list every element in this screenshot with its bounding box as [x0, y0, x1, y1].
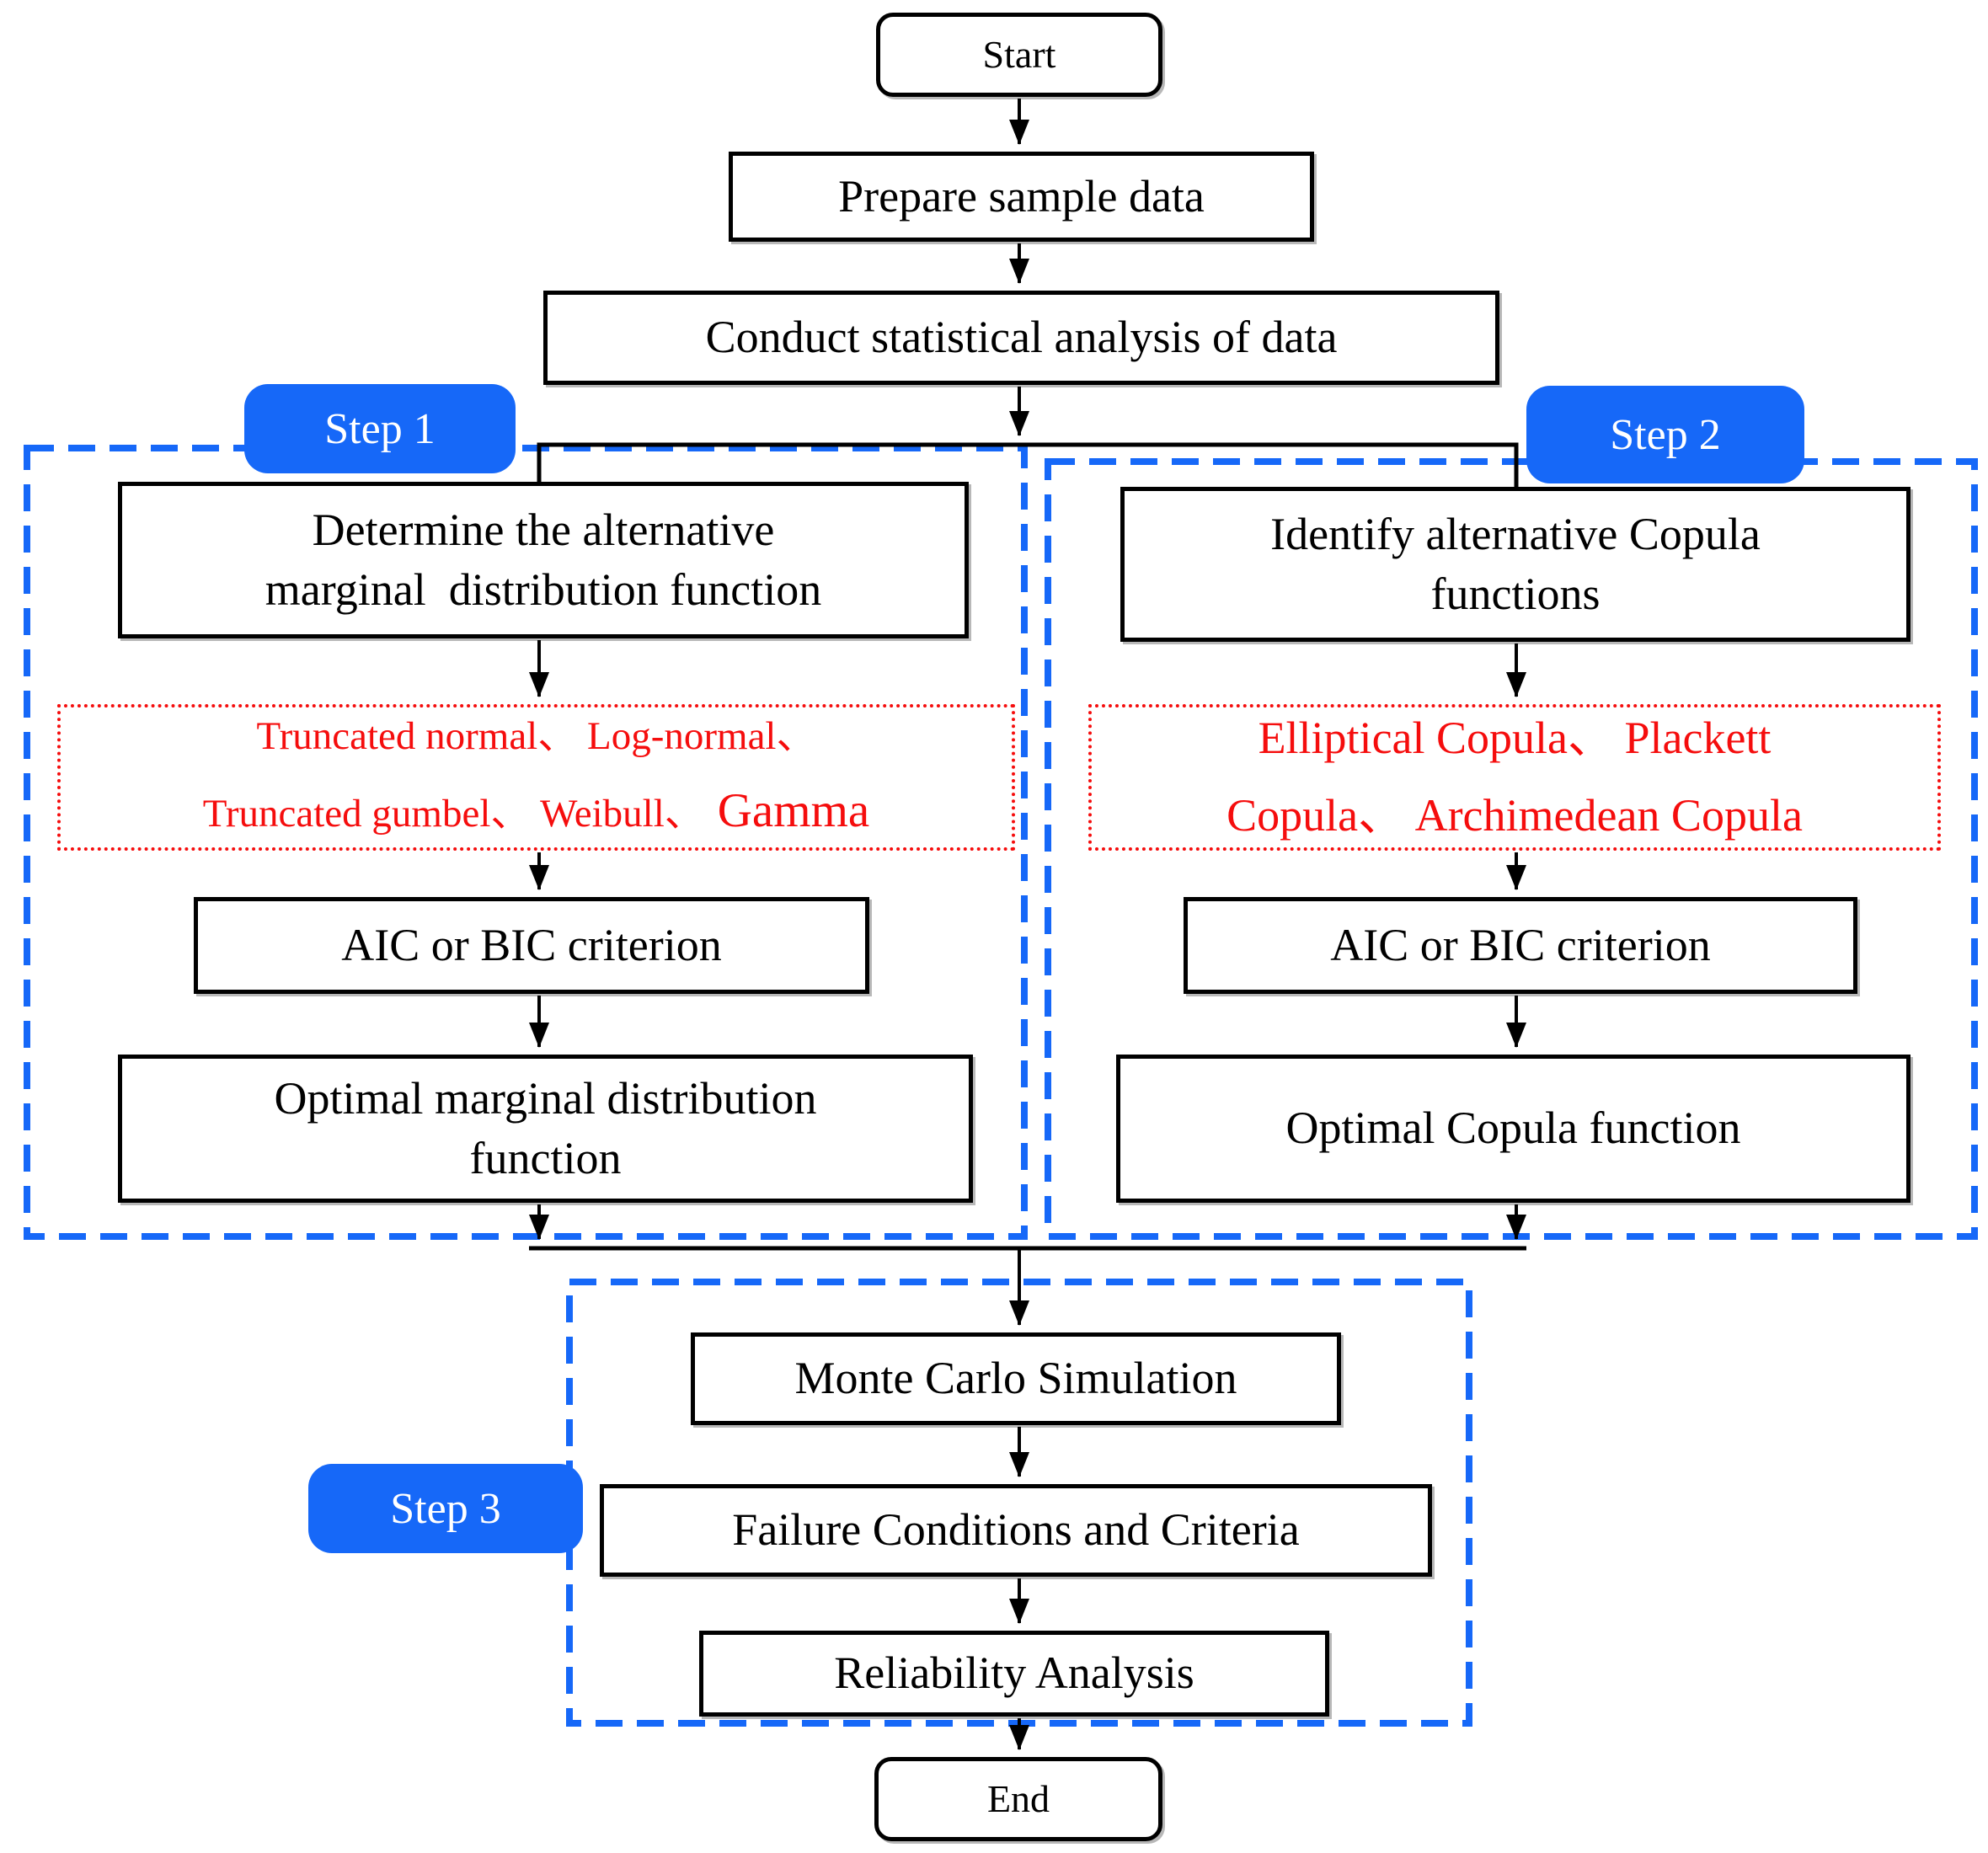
marginal-candidates-line2b: Gamma — [717, 783, 870, 837]
aic-bic-right-node: AIC or BIC criterion — [1184, 897, 1857, 994]
reliability-label: Reliability Analysis — [834, 1647, 1194, 1699]
step1-badge-label: Step 1 — [324, 404, 436, 453]
determine-line2: marginal distribution function — [265, 564, 822, 615]
end-label: End — [986, 1776, 1050, 1820]
reliability-analysis-node: Reliability Analysis — [699, 1631, 1329, 1717]
copula-candidates-line1: Elliptical Copula、 Plackett — [1258, 713, 1772, 764]
optimal-marginal-line2: function — [469, 1133, 622, 1183]
copula-candidates-box: Elliptical Copula、 Plackett Copula、 Arch… — [1088, 704, 1941, 851]
marginal-candidates-line1: Truncated normal、 Log-normal、 — [256, 713, 816, 758]
marginal-candidates-line2a: Truncated gumbel、 Weibull、 — [202, 791, 704, 836]
step2-badge-label: Step 2 — [1610, 410, 1721, 459]
statistical-analysis-node: Conduct statistical analysis of data — [543, 291, 1499, 385]
step2-badge: Step 2 — [1526, 386, 1804, 483]
aic-bic-left-node: AIC or BIC criterion — [194, 897, 869, 994]
optimal-copula-node: Optimal Copula function — [1116, 1055, 1911, 1203]
identify-line2: functions — [1430, 569, 1601, 619]
failure-label: Failure Conditions and Criteria — [732, 1504, 1300, 1556]
split-connector — [537, 442, 1519, 489]
conduct-label: Conduct statistical analysis of data — [705, 312, 1338, 363]
start-node: Start — [876, 13, 1162, 97]
step1-badge: Step 1 — [244, 384, 516, 473]
identify-line1: Identify alternative Copula — [1270, 508, 1761, 559]
identify-copula-node: Identify alternative Copula functions — [1120, 487, 1911, 642]
optimal-marginal-line1: Optimal marginal distribution — [274, 1072, 817, 1124]
optimal-marginal-node: Optimal marginal distribution function — [118, 1055, 973, 1203]
marginal-candidates-line2: Truncated gumbel、 Weibull、 Gamma — [203, 771, 869, 852]
step3-badge: Step 3 — [308, 1464, 583, 1553]
determine-line1: Determine the alternative — [312, 504, 775, 555]
monte-carlo-node: Monte Carlo Simulation — [691, 1332, 1341, 1425]
copula-candidates-line2: Copula、 Archimedean Copula — [1226, 790, 1803, 841]
start-label: Start — [982, 32, 1056, 76]
aic-right-label: AIC or BIC criterion — [1330, 919, 1711, 970]
end-node: End — [874, 1757, 1162, 1841]
marginal-candidates-box: Truncated normal、 Log-normal、 Truncated … — [57, 704, 1015, 851]
monte-carlo-label: Monte Carlo Simulation — [794, 1353, 1237, 1404]
failure-conditions-node: Failure Conditions and Criteria — [600, 1484, 1432, 1577]
determine-marginal-node: Determine the alternative marginal distr… — [118, 482, 969, 638]
prepare-sample-data-node: Prepare sample data — [729, 152, 1314, 242]
prepare-label: Prepare sample data — [838, 170, 1205, 222]
optimal-copula-label: Optimal Copula function — [1285, 1103, 1741, 1154]
step3-badge-label: Step 3 — [390, 1484, 501, 1533]
aic-left-label: AIC or BIC criterion — [341, 919, 722, 970]
step1-region-outline — [24, 445, 1028, 1240]
